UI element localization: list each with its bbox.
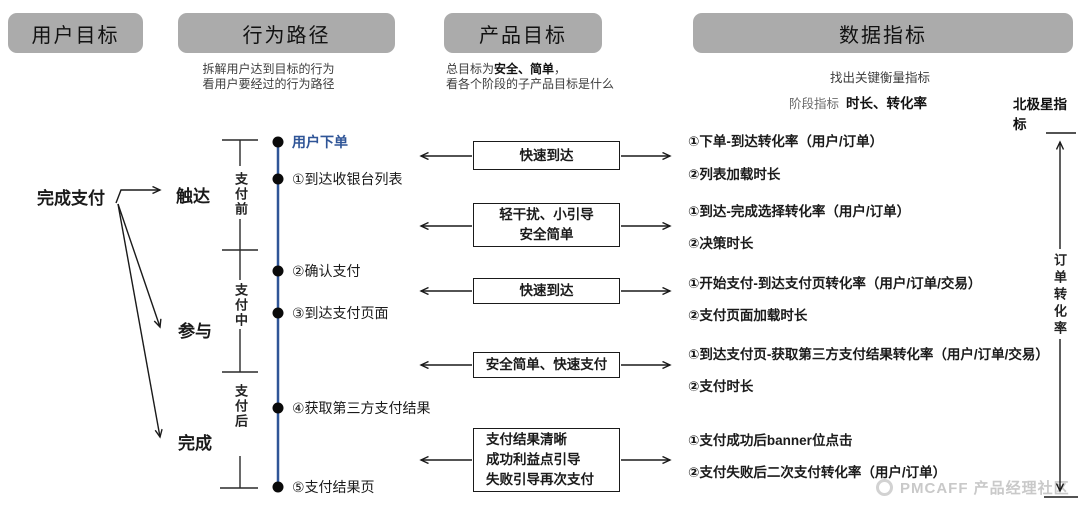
metric-10: ②支付失败后二次支付转化率（用户/订单）: [688, 465, 947, 480]
product-goal-desc: 总目标为安全、简单， 看各个阶段的子产品目标是什么: [446, 62, 614, 92]
step-user-order: 用户下单: [292, 134, 348, 150]
behavior-path-desc-line1: 拆解用户达到目标的行为: [202, 62, 335, 76]
phase-after-pay: 支付后: [233, 384, 248, 429]
product-goal-desc-line2: 看各个阶段的子产品目标是什么: [446, 77, 615, 91]
product-goal-box-5: 支付结果清晰 成功利益点引导 失败引导再次支付: [473, 428, 620, 492]
step-result-page: ⑤支付结果页: [292, 479, 375, 495]
phase-during-pay: 支付中: [233, 283, 248, 328]
product-goal-box-2: 轻干扰、小引导 安全简单: [473, 203, 620, 247]
behavior-path-desc: 拆解用户达到目标的行为 看用户要经过的行为路径: [160, 62, 377, 92]
stage-engage: 参与: [178, 322, 212, 341]
timeline-dots: [272, 136, 284, 493]
stage-metrics-label: 阶段指标 时长、转化率: [789, 96, 927, 111]
metric-5: ①开始支付-到达支付页转化率（用户/订单/交易）: [688, 276, 982, 291]
pmcaff-logo-icon: [876, 479, 893, 496]
data-metrics-desc: 找出关键衡量指标: [829, 71, 930, 85]
step-third-party-result: ④获取第三方支付结果: [292, 400, 431, 416]
step-confirm-pay: ②确认支付: [292, 263, 361, 279]
product-goal-box-1: 快速到达: [473, 141, 620, 170]
north-star-label: 北极星指标: [1013, 97, 1067, 132]
product-goal-box-3: 快速到达: [473, 278, 620, 304]
metric-2: ②列表加载时长: [688, 167, 781, 182]
user-goal-value: 完成支付: [37, 189, 105, 208]
product-goal-desc-line1: 总目标为安全、简单，: [446, 62, 567, 76]
metric-1: ①下单-到达转化率（用户/订单）: [688, 134, 884, 149]
watermark: PMCAFF 产品经理社区: [876, 477, 1070, 498]
header-behavior-path: 行为路径: [178, 13, 395, 53]
metric-9: ①支付成功后banner位点击: [688, 433, 853, 448]
step-reach-pay-page: ③到达支付页面: [292, 305, 389, 321]
north-star-metric: 订单转化率: [1052, 253, 1067, 338]
metric-4: ②决策时长: [688, 236, 754, 251]
watermark-text: PMCAFF 产品经理社区: [900, 480, 1070, 497]
goal-metric-arrows: [421, 156, 670, 460]
header-data-metrics: 数据指标: [693, 13, 1073, 53]
metric-3: ①到达-完成选择转化率（用户/订单）: [688, 204, 911, 219]
product-goal-box-4: 安全简单、快速支付: [473, 352, 620, 378]
metric-8: ②支付时长: [688, 379, 754, 394]
stage-touch: 触达: [176, 187, 210, 206]
behavior-path-desc-line2: 看用户要经过的行为路径: [202, 77, 335, 91]
header-user-goal: 用户目标: [8, 13, 143, 53]
step-reach-cashier: ①到达收银台列表: [292, 171, 403, 187]
stage-complete: 完成: [178, 434, 212, 453]
metric-6: ②支付页面加载时长: [688, 308, 808, 323]
header-product-goal: 产品目标: [444, 13, 602, 53]
metric-7: ①到达支付页-获取第三方支付结果转化率（用户/订单/交易）: [688, 347, 1049, 362]
phase-before-pay: 支付前: [233, 172, 248, 217]
goal-arrows: [115, 190, 160, 437]
